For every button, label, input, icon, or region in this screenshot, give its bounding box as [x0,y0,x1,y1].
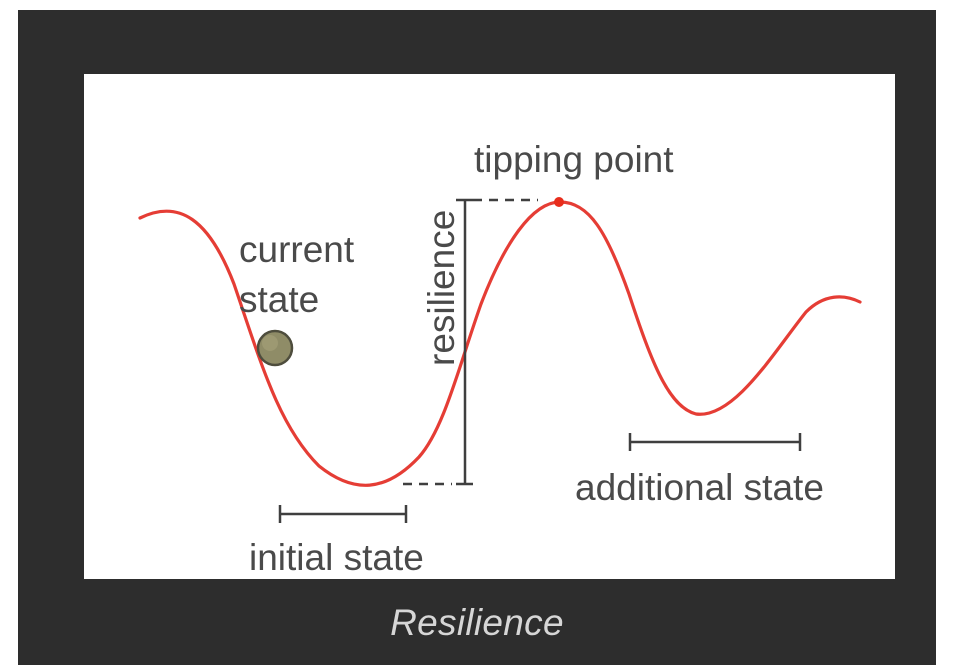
resilience-diagram-panel: tipping point current state resilience i… [84,74,895,579]
resilience-axis-label: resilience [421,210,462,366]
initial-state-label: initial state [249,537,424,578]
figure-caption: Resilience [390,602,564,643]
current-state-label-line-1: current [239,229,355,270]
current-state-label-line-2: state [239,279,319,320]
resilience-curve [138,200,862,487]
resilience-diagram: tipping point current state resilience i… [138,139,862,578]
tipping-point-marker [554,197,564,207]
additional-state-label: additional state [575,467,824,508]
image-frame: tipping point current state resilience i… [18,10,936,665]
current-state-ball-highlight [262,335,278,351]
tipping-point-label: tipping point [474,139,674,180]
